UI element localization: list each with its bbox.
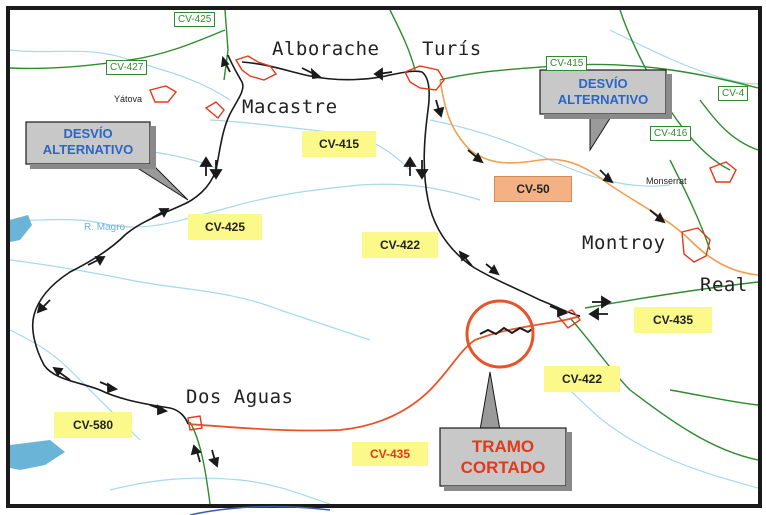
road-label-cv50: CV-50 — [494, 176, 572, 202]
road-label-cv580: CV-580 — [54, 412, 132, 438]
closed-section-circle — [465, 299, 535, 369]
green-road-label-cv425-top: CV-425 — [174, 12, 216, 27]
detour-route — [31, 54, 581, 425]
road-label-cv422-south: CV-422 — [544, 366, 620, 392]
callout-detour-right-line2: ALTERNATIVO — [557, 92, 649, 107]
green-road-label-cv4-edge: CV-4 — [718, 86, 749, 101]
reservoir-left — [10, 215, 32, 242]
cv50-road — [439, 79, 758, 276]
road-label-cv435-east: CV-435 — [634, 307, 712, 333]
town-real: Real — [700, 274, 748, 296]
town-alborache: Alborache — [272, 38, 380, 60]
callout-detour-left — [25, 121, 189, 201]
town-yatova: Yátova — [114, 94, 143, 104]
callout-detour-left-text: DESVÍO ALTERNATIVO — [26, 126, 150, 158]
town-macastre: Macastre — [242, 96, 338, 118]
green-road-label-cv427: CV-427 — [106, 60, 148, 75]
road-label-cv422-north: CV-422 — [362, 232, 438, 258]
callout-closed-line1: TRAMO — [471, 437, 535, 456]
town-monserrat: Monserrat — [646, 176, 687, 186]
callout-detour-left-line1: DESVÍO — [63, 126, 113, 141]
closed-segment-mark — [479, 326, 535, 336]
callout-detour-right — [539, 69, 672, 152]
callout-closed-text: TRAMO CORTADO — [440, 436, 566, 478]
town-dos-aguas: Dos Aguas — [186, 386, 294, 408]
road-label-cv425: CV-425 — [188, 214, 262, 240]
town-outlines — [149, 55, 737, 431]
callout-detour-left-line2: ALTERNATIVO — [42, 142, 134, 157]
town-turis: Turís — [422, 38, 482, 60]
river-label-magro: R. Magro — [84, 222, 126, 233]
green-road-label-cv415-top: CV-415 — [546, 56, 588, 71]
green-road-label-cv416: CV-416 — [650, 126, 692, 141]
callout-detour-right-text: DESVÍO ALTERNATIVO — [540, 76, 666, 108]
reservoir-bottom — [10, 440, 65, 470]
callout-detour-right-line1: DESVÍO — [578, 76, 628, 91]
road-label-cv415: CV-415 — [302, 131, 376, 157]
closed-road-cv435 — [187, 315, 581, 432]
map-frame: CV-425 CV-427 CV-415 CV-4 CV-416 Alborac… — [6, 6, 762, 508]
direction-arrows — [36, 55, 666, 468]
secondary-roads — [10, 10, 758, 504]
map-canvas — [10, 10, 758, 504]
callout-closed-line2: CORTADO — [460, 458, 546, 477]
town-montroy: Montroy — [582, 232, 666, 254]
callout-closed-section — [439, 371, 572, 491]
road-label-cv435-south: CV-435 — [352, 442, 428, 466]
